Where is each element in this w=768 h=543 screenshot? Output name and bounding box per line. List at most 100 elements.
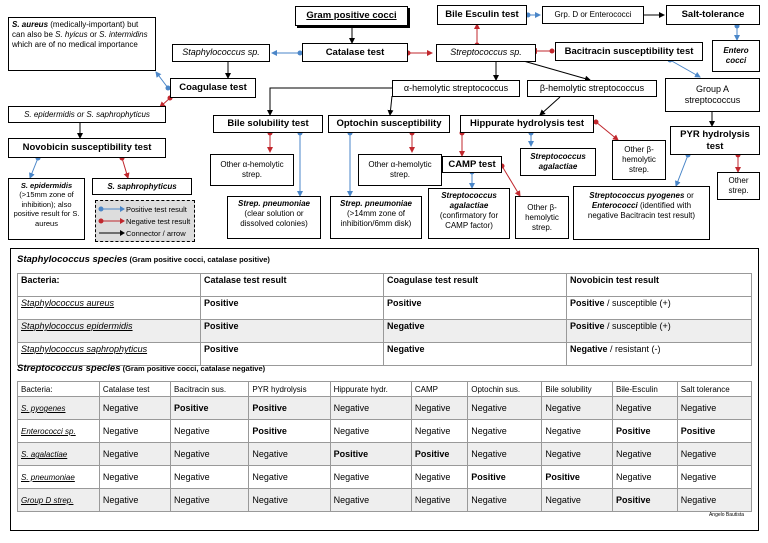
pneumo-2-box: Strep. pneumoniae (>14mm zone of inhibit… [330, 196, 422, 239]
strep-header: Optochin sus. [467, 381, 543, 397]
result-cell: Negative [98, 396, 172, 420]
positive-arrow-icon [98, 206, 125, 212]
bacteria-name: S. agalactiae [21, 450, 68, 459]
novobicin-cell: Positive / susceptible (+) [566, 319, 752, 343]
staph-label: Staphylococcus sp. [182, 47, 260, 58]
pyogenes-entero: Enterococci [591, 201, 638, 210]
strep-header: CAMP [410, 381, 469, 397]
camp-box: CAMP test [442, 156, 502, 173]
result-cell: Negative [541, 488, 614, 512]
strep-header: Catalase test [98, 381, 172, 397]
staph-header: Coagulase test result [383, 273, 567, 297]
other-alpha-2-box: Other α-hemolytic strep. [358, 154, 442, 186]
result-cell: Negative [248, 442, 331, 466]
beta-label: β-hemolytic streptococcus [539, 82, 645, 93]
strep-agal-2-name: Streptococcus agalactiae [441, 191, 497, 210]
grp-d-box: Grp. D or Enterococci [542, 6, 644, 24]
strep-agal-1-box: Streptococcus agalactiae [520, 148, 596, 176]
result-cell: Positive [676, 419, 753, 443]
strep-agal-2-desc: (confirmatory for CAMP factor) [439, 211, 499, 230]
result-cell: Positive [612, 488, 678, 512]
result-cell: Negative [467, 396, 543, 420]
pyr-box: PYR hydrolysis test [670, 126, 760, 155]
legend-positive-label: Positive test result [126, 204, 187, 214]
optochin-label: Optochin susceptibility [336, 118, 442, 130]
legend-negative: Negative test result [96, 215, 194, 227]
grp-d-label: Grp. D or Enterococci [554, 10, 632, 19]
result-cell: Negative [410, 419, 469, 443]
staph-header: Bacteria: [17, 273, 201, 297]
staph-table: Bacteria: Catalase test result Coagulase… [17, 273, 752, 366]
result-cell: Positive [612, 419, 678, 443]
other-beta-2-label: Other β-hemolytic strep. [525, 202, 559, 232]
pneumo-1-box: Strep. pneumoniae (clear solution or dis… [227, 196, 321, 239]
other-alpha-1-box: Other α-hemolytic strep. [210, 154, 294, 186]
result-cell: Negative [248, 488, 331, 512]
result-cell: Positive [383, 296, 567, 320]
bacteria-name: S. pyogenes [21, 404, 66, 413]
bile-solubility-box: Bile solubility test [213, 115, 323, 133]
result-cell: Positive [248, 419, 331, 443]
result-cell: Negative [329, 419, 412, 443]
bacteria-name: Staphylococcus saphrophyticus [21, 344, 148, 354]
bacteria-name: Enterococci sp. [21, 427, 76, 436]
bacteria-cell: S. pyogenes [17, 396, 100, 420]
bacteria-cell: Staphylococcus aureus [17, 296, 201, 320]
result-cell: Negative [383, 319, 567, 343]
result-cell: Positive [200, 342, 384, 366]
aureus-note: S. aureus (medically-important) but can … [8, 17, 156, 71]
result-cell: Negative [98, 488, 172, 512]
strep-table-title: Streptococcus species (Gram positive coc… [17, 363, 265, 374]
strep-label: Streptococcus sp. [450, 47, 522, 58]
result-cell: Negative [541, 396, 614, 420]
s-epidermidis-name: S. epidermidis [20, 181, 73, 190]
gram-positive-box: Gram positive cocci [295, 6, 408, 26]
result-cell: Negative [467, 488, 543, 512]
aureus-note-end: which are of no medical importance [12, 40, 138, 49]
result-cell: Negative [170, 419, 250, 443]
salt-tolerance-box: Salt-tolerance [666, 5, 760, 25]
result-cell: Negative [329, 465, 412, 489]
result-cell: Positive [467, 465, 543, 489]
pyogenes-or: or [684, 191, 694, 200]
other-beta-1-box: Other β-hemolytic strep. [612, 140, 666, 180]
result-cell: Positive [200, 296, 384, 320]
result-cell: Negative [410, 396, 469, 420]
connector-arrow-icon [99, 230, 125, 236]
alpha-label: α-hemolytic streptococcus [403, 82, 509, 93]
bile-esculin-box: Bile Esculin test [437, 5, 527, 25]
strep-header: Hippurate hydr. [329, 381, 412, 397]
aureus-note-name: S. aureus [12, 20, 49, 29]
result-cell: Negative [170, 465, 250, 489]
strep-header: Bile solubility [541, 381, 614, 397]
enterococci-label: Entero cocci [723, 46, 749, 65]
bacteria-cell: Staphylococcus saphrophyticus [17, 342, 201, 366]
result-cell: Negative [410, 488, 469, 512]
novobicin-label: Novobicin susceptibility test [22, 142, 152, 154]
staph-subtitle-text: (Gram positive cocci, catalase positive) [127, 255, 270, 264]
result-cell: Negative [383, 342, 567, 366]
legend-negative-label: Negative test result [126, 216, 191, 226]
result-cell: Negative [676, 396, 753, 420]
strep-agal-1-label: Streptococcus agalactiae [530, 152, 586, 171]
bacteria-name: Staphylococcus epidermidis [21, 321, 133, 331]
other-beta-2-box: Other β-hemolytic strep. [515, 196, 569, 239]
bacitracin-box: Bacitracin susceptibility test [555, 42, 703, 61]
coagulase-label: Coagulase test [179, 82, 247, 94]
strep-header: Bacitracin sus. [170, 381, 250, 397]
staph-header: Novobicin test result [566, 273, 752, 297]
bacteria-cell: S. pneumoniae [17, 465, 100, 489]
group-a-box: Group A streptococcus [665, 78, 760, 112]
result-cell: Negative [170, 488, 250, 512]
aureus-note-intermidis: S. intermidins [99, 30, 148, 39]
result-cell: Negative [467, 442, 543, 466]
result-cell: Positive [200, 319, 384, 343]
bacteria-cell: Staphylococcus epidermidis [17, 319, 201, 343]
s-epidermidis-desc: (>15mm zone of inhibition); also positiv… [13, 190, 80, 228]
result-cell: Negative [541, 419, 614, 443]
pyr-label: PYR hydrolysis test [680, 128, 750, 152]
